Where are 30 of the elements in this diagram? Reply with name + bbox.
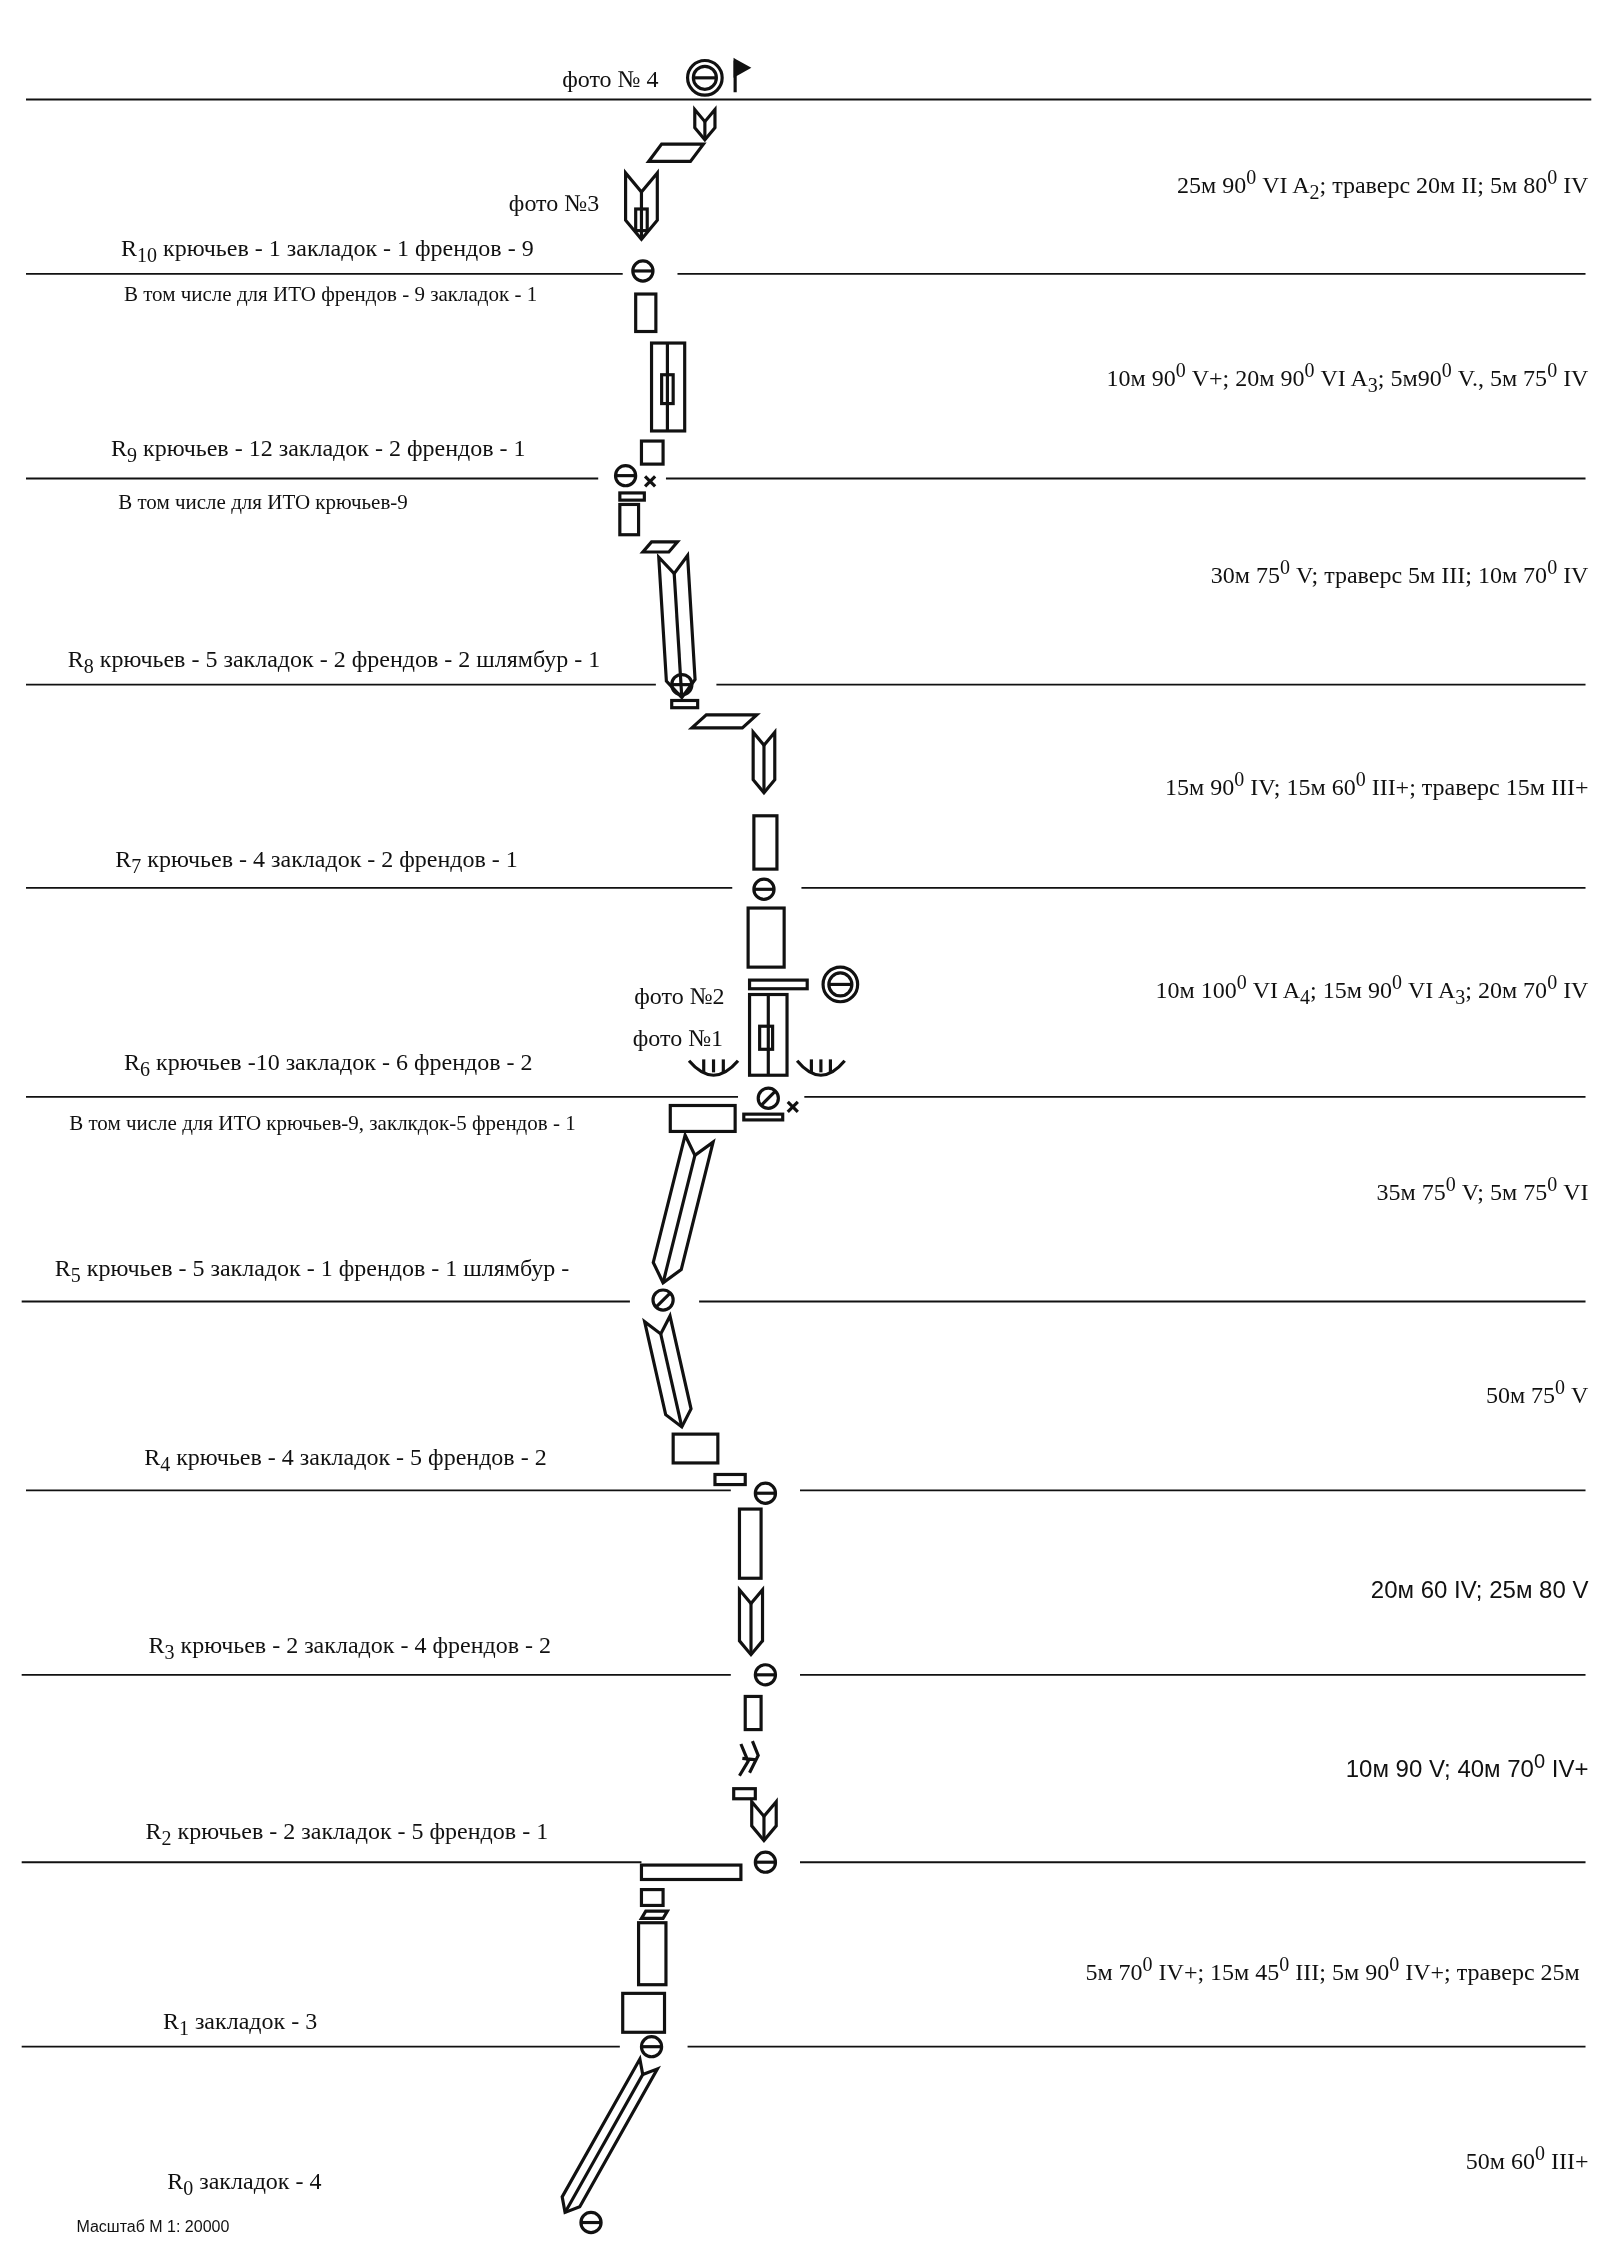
belay-gear-note: R$_{9}$ крючьев - 12 закладок - 2 френдов - 1 (111, 435, 526, 468)
belay-gear-note: R$_{0}$ закладок - 4 (167, 2167, 322, 2200)
pitch-description: 15м 90$^{0}$ IV; 15м 60$^{0}$ III+; траверс 15м III+ (1165, 767, 1589, 801)
pitch-description: 30м 75$^{0}$ V; траверс 5м III; 10м 70$^{0}$ IV (1210, 555, 1589, 589)
photo-label: фото №2 (634, 982, 725, 1010)
aid-gear-note: В том числе для ИТО френдов - 9 закладок - 1 (123, 281, 538, 307)
belay-gear-note: R$_{8}$ крючьев - 5 закладок - 2 френдов - 2 шлямбур - 1 (67, 645, 601, 678)
photo-label: фото № 4 (562, 65, 659, 93)
pitch-description: 10м 90 V; 40м 70$^{0}$ IV+ (1345, 1749, 1589, 1783)
pitch-description: 10м 90$^{0}$ V+; 20м 90$^{0}$ VI A$_{3}$; 5м90$^{0}$ V., 5м 75$^{0}$ IV (1106, 358, 1589, 397)
belay-gear-note: R$_{6}$ крючьев -10 закладок - 6 френдов - 2 (123, 1049, 533, 1082)
photo-label: фото №1 (632, 1024, 724, 1052)
pitch-description: 50м 75$^{0}$ V (1485, 1375, 1589, 1409)
belay-gear-note: R$_{5}$ крючьев - 5 закладок - 1 френдов - 1 шлямбур - (54, 1255, 570, 1288)
photo-label: фото №3 (508, 189, 600, 217)
pitch-description: 20м 60 IV; 25м 80 V (1370, 1575, 1589, 1604)
pitch-description: 25м 90$^{0}$ VI A$_{2}$; траверс 20м II; 5м 80$^{0}$ IV (1176, 165, 1589, 204)
belay-gear-note: R$_{2}$ крючьев - 2 закладок - 5 френдов - 1 (145, 1817, 549, 1850)
pitch-description: 10м 100$^{0}$ VI A$_{4}$; 15м 90$^{0}$ VI A$_{3}$; 20м 70$^{0}$ IV (1155, 971, 1589, 1010)
belay-gear-note: R$_{3}$ крючьев - 2 закладок - 4 френдов - 2 (148, 1631, 551, 1664)
pitch-description: 5м 70$^{0}$ IV+; 15м 45$^{0}$ III; 5м 90$^{0}$ IV+; траверс 25м (1085, 1952, 1580, 1986)
scale-note: Масштаб М 1: 20000 (76, 2218, 230, 2236)
belay-gear-note: R$_{10}$ крючьев - 1 закладок - 1 френдов - 9 (121, 234, 534, 267)
belay-gear-note: R$_{7}$ крючьев - 4 закладок - 2 френдов - 1 (115, 846, 518, 878)
belay-gear-note: R$_{4}$ крючьев - 4 закладок - 5 френдов - 2 (144, 1444, 547, 1477)
belay-gear-note: R$_{1}$ закладок - 3 (162, 2007, 318, 2040)
aid-gear-note: В том числе для ИТО крючьев-9 (118, 489, 408, 515)
pitch-description: 35м 75$^{0}$ V; 5м 75$^{0}$ VI (1376, 1172, 1589, 1206)
aid-gear-note: В том числе для ИТО крючьев-9, заклкдок-5 френдов - 1 (69, 1110, 576, 1136)
pitch-description: 50м 60$^{0}$ III+ (1465, 2141, 1589, 2175)
